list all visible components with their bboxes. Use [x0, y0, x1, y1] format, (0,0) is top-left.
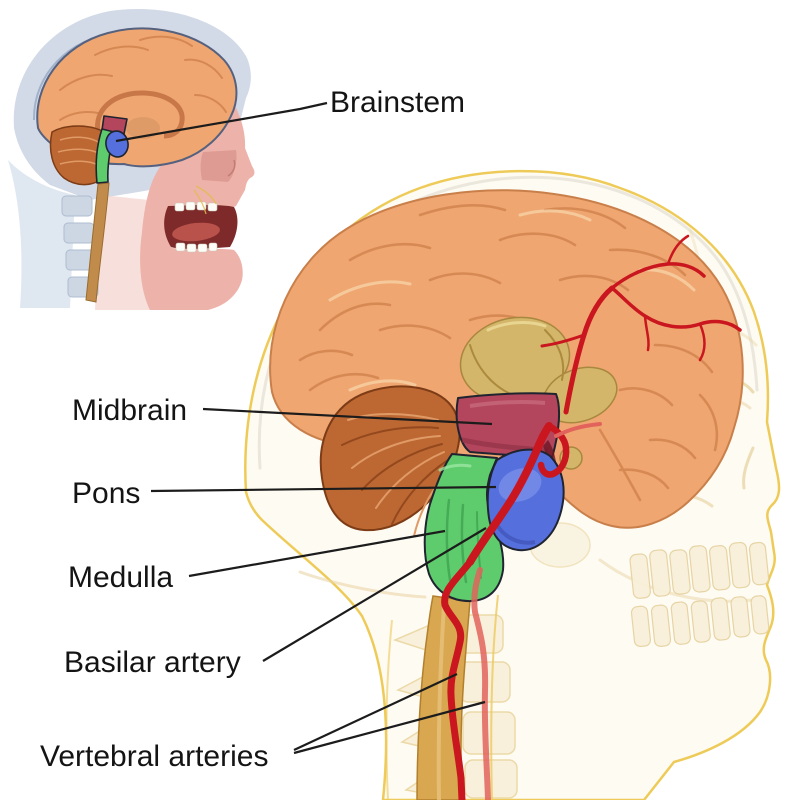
main-head-illustration: [244, 169, 781, 800]
inset-teeth: [174, 201, 218, 253]
inset-nasal-cavity: [200, 150, 237, 182]
vertebral-arteries-leader-line-2: [293, 700, 486, 755]
basilar-artery-leader-line: [262, 527, 487, 662]
arteries: [441, 234, 742, 800]
inset-nostril-line: [227, 159, 236, 177]
midbrain-leader-line: [202, 407, 493, 426]
teeth: [629, 541, 770, 648]
brainstem-leader-line: [115, 101, 328, 143]
basilar-artery-vessel: [466, 422, 553, 566]
cerebellum: [319, 385, 461, 537]
label-midbrain: Midbrain: [72, 394, 188, 427]
vertebral-artery-back: [471, 567, 491, 800]
inset-brain-sulci: [59, 35, 227, 121]
inset-gold-nerves: [193, 185, 217, 215]
brain-sulci: [298, 204, 719, 502]
vertebral-artery-front: [441, 558, 474, 800]
inset-spinal-cord: [85, 182, 110, 303]
cerebral-artery-tree: [540, 234, 742, 415]
inset-neck-back: [8, 160, 75, 308]
inset-thalamus: [126, 117, 160, 139]
inset-head-illustration: [8, 8, 255, 310]
artery-branch-temporal: [554, 422, 602, 438]
medulla-leader-line: [188, 529, 446, 578]
label-basilar-artery: Basilar artery: [64, 646, 241, 679]
inset-brainstem-highlight: [95, 115, 129, 184]
vertebral-arteries-leader-line-1: [293, 673, 458, 751]
inset-pons: [105, 130, 129, 158]
leader-lines: [115, 101, 497, 755]
label-vertebral-arteries: Vertebral arteries: [40, 740, 269, 773]
brainstem-highlight-group: [423, 392, 565, 603]
label-medulla: Medulla: [68, 561, 174, 594]
label-pons: Pons: [72, 477, 141, 510]
pons-leader-line: [150, 485, 497, 493]
label-brainstem: Brainstem: [330, 86, 466, 119]
inset-tongue: [172, 222, 220, 242]
